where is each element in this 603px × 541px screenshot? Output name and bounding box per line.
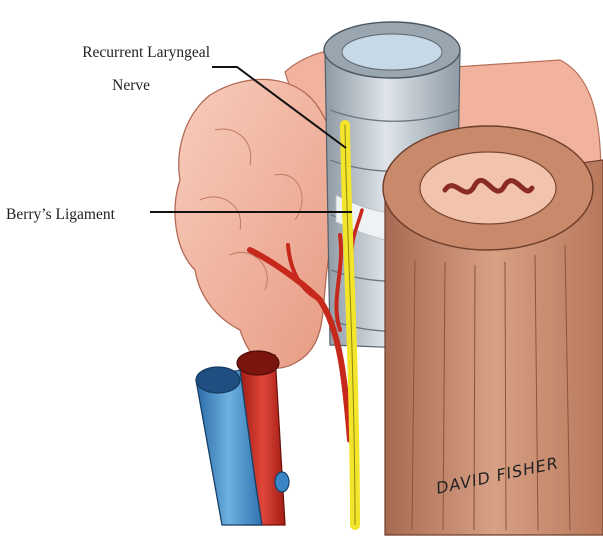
label-berrys-ligament: Berry’s Ligament <box>6 204 115 225</box>
label-recurrent-laryngeal-nerve-line1: Recurrent Laryngeal <box>0 42 210 63</box>
label-recurrent-laryngeal-nerve-line2: Nerve <box>0 75 150 96</box>
